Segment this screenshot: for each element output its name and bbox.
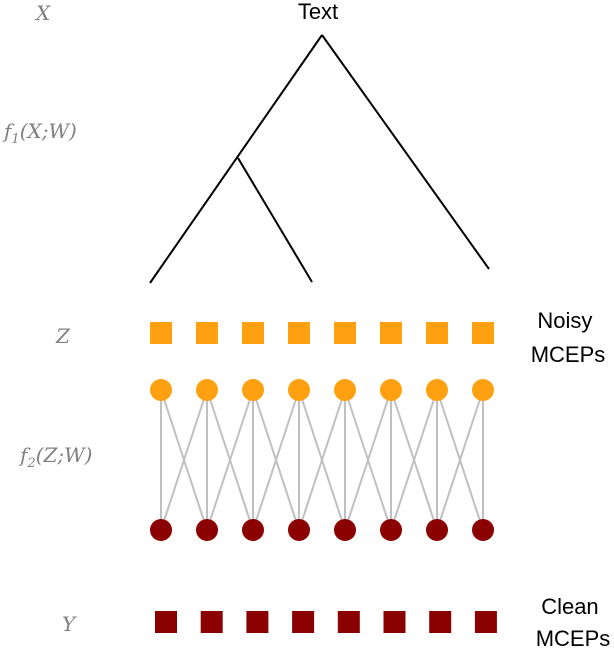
label-z-var: Z xyxy=(55,324,71,348)
clean-node xyxy=(288,519,310,541)
noisy-node xyxy=(288,379,310,401)
link-edge xyxy=(160,389,208,531)
label-clean-line1: Clean xyxy=(541,594,598,619)
noisy-mcep-square xyxy=(472,322,494,344)
link-edge xyxy=(206,389,254,531)
label-root-text: Text xyxy=(298,0,338,24)
link-edge xyxy=(436,389,484,531)
noisy-mcep-square xyxy=(426,322,448,344)
label-f1-sub: 1 xyxy=(11,132,19,147)
label-f2: f2(Z;W) xyxy=(18,443,92,471)
clean-mcep-square xyxy=(200,611,223,633)
noisy-node xyxy=(196,379,218,401)
label-noisy-mceps: Noisy MCEPs xyxy=(531,308,606,367)
noisy-mcep-square xyxy=(196,322,218,344)
noisy-node xyxy=(242,379,264,401)
parse-tree xyxy=(149,34,490,284)
clean-node xyxy=(196,519,218,541)
noisy-mcep-row xyxy=(150,322,494,344)
link-edge xyxy=(298,389,346,531)
link-layer xyxy=(160,389,484,531)
noisy-mcep-square xyxy=(334,322,356,344)
noisy-node xyxy=(150,379,172,401)
link-edge xyxy=(252,389,300,531)
noisy-node xyxy=(472,379,494,401)
noisy-mcep-square xyxy=(288,322,310,344)
label-f1: f1(X;W) xyxy=(2,119,77,147)
clean-mcep-square xyxy=(474,611,497,633)
label-noisy-line2: MCEPs xyxy=(531,342,606,367)
noisy-mcep-square xyxy=(380,322,402,344)
clean-mcep-square xyxy=(292,611,315,633)
link-edge xyxy=(344,389,392,531)
tree-edge-inner-right xyxy=(237,157,313,283)
clean-node xyxy=(150,519,172,541)
clean-mcep-row xyxy=(155,611,497,633)
label-f1-args: (X;W) xyxy=(20,119,77,143)
clean-node xyxy=(334,519,356,541)
clean-node xyxy=(380,519,402,541)
label-x-var: X xyxy=(34,1,51,25)
clean-mcep-square xyxy=(337,611,360,633)
clean-mcep-square xyxy=(429,611,452,633)
label-f2-sub: 2 xyxy=(26,456,35,471)
clean-node xyxy=(426,519,448,541)
label-y-var: Y xyxy=(62,612,77,636)
label-noisy-line1: Noisy xyxy=(537,308,592,333)
link-edge xyxy=(390,389,438,531)
label-clean-line2: MCEPs xyxy=(536,626,611,648)
noisy-node xyxy=(380,379,402,401)
clean-mcep-square xyxy=(246,611,269,633)
clean-node xyxy=(472,519,494,541)
label-f2-args: (Z;W) xyxy=(36,443,93,467)
tree-edge-root-right xyxy=(321,34,490,270)
noisy-node xyxy=(334,379,356,401)
noisy-mcep-square xyxy=(242,322,264,344)
clean-node xyxy=(242,519,264,541)
noisy-node-row xyxy=(150,379,494,401)
clean-mcep-square xyxy=(155,611,177,633)
noisy-node xyxy=(426,379,448,401)
label-clean-mceps: Clean MCEPs xyxy=(536,594,611,648)
clean-node-row xyxy=(150,519,494,541)
clean-mcep-square xyxy=(383,611,406,633)
noisy-mcep-square xyxy=(150,322,172,344)
tree-edge-root-left xyxy=(149,34,323,284)
